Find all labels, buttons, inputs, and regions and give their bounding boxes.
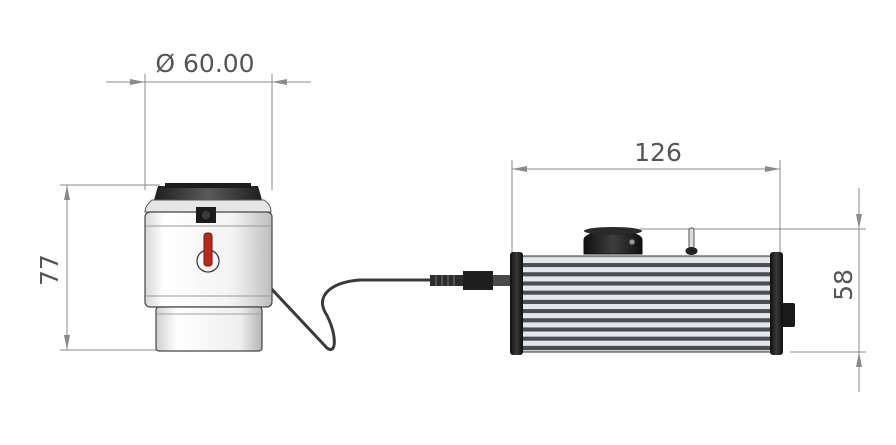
fin-groove	[522, 309, 772, 314]
cable-wire	[202, 215, 432, 351]
camera-lens-ring	[155, 306, 263, 352]
fin-stripe	[522, 258, 772, 264]
arrow-icon	[130, 79, 145, 85]
right-end-cap	[770, 252, 783, 355]
arrow-icon	[512, 166, 527, 172]
connector-plug	[430, 275, 464, 286]
toggle-switch	[688, 227, 695, 249]
fin-groove	[522, 327, 772, 332]
connector-housing	[463, 271, 493, 290]
fin-stripe	[522, 276, 772, 282]
fin-groove	[522, 290, 772, 295]
arrow-icon	[272, 79, 287, 85]
box-height-dimension: 58	[640, 188, 866, 392]
camera-lever-knob	[203, 232, 213, 267]
fin-stripe	[522, 340, 772, 346]
camera-top-cap	[154, 186, 262, 200]
heatsink-fins	[522, 258, 772, 350]
fin-stripe	[522, 322, 772, 328]
arrow-icon	[765, 166, 780, 172]
fin-stripe	[522, 313, 772, 319]
fin-stripe	[522, 285, 772, 291]
fin-groove	[522, 318, 772, 323]
fin-groove	[522, 272, 772, 277]
connector-nut	[493, 275, 510, 286]
fin-groove	[522, 263, 772, 268]
fin-stripe	[522, 304, 772, 310]
controller-box-icon	[510, 227, 795, 355]
fin-groove	[522, 281, 772, 286]
arrow-icon	[856, 214, 862, 229]
camera-head-icon	[144, 183, 273, 352]
diameter-dimension: Ø 60.00	[106, 49, 311, 190]
arrow-icon	[64, 335, 70, 350]
arrow-icon	[856, 352, 862, 367]
fin-stripe	[522, 331, 772, 337]
fin-stripe	[522, 294, 772, 300]
box-length-label: 126	[634, 138, 682, 167]
cable	[202, 215, 510, 351]
diameter-label: Ø 60.00	[155, 49, 254, 78]
box-height-label: 58	[829, 269, 858, 301]
arrow-icon	[64, 185, 70, 200]
box-length-dimension: 126	[511, 138, 781, 255]
fin-groove	[522, 336, 772, 341]
fin-groove	[522, 299, 772, 304]
left-end-cap	[510, 252, 523, 355]
camera-height-label: 77	[35, 254, 64, 286]
fin-groove	[522, 345, 772, 350]
side-connector	[781, 303, 795, 327]
fin-stripe	[522, 267, 772, 273]
camera-height-dimension: 77	[35, 184, 160, 351]
